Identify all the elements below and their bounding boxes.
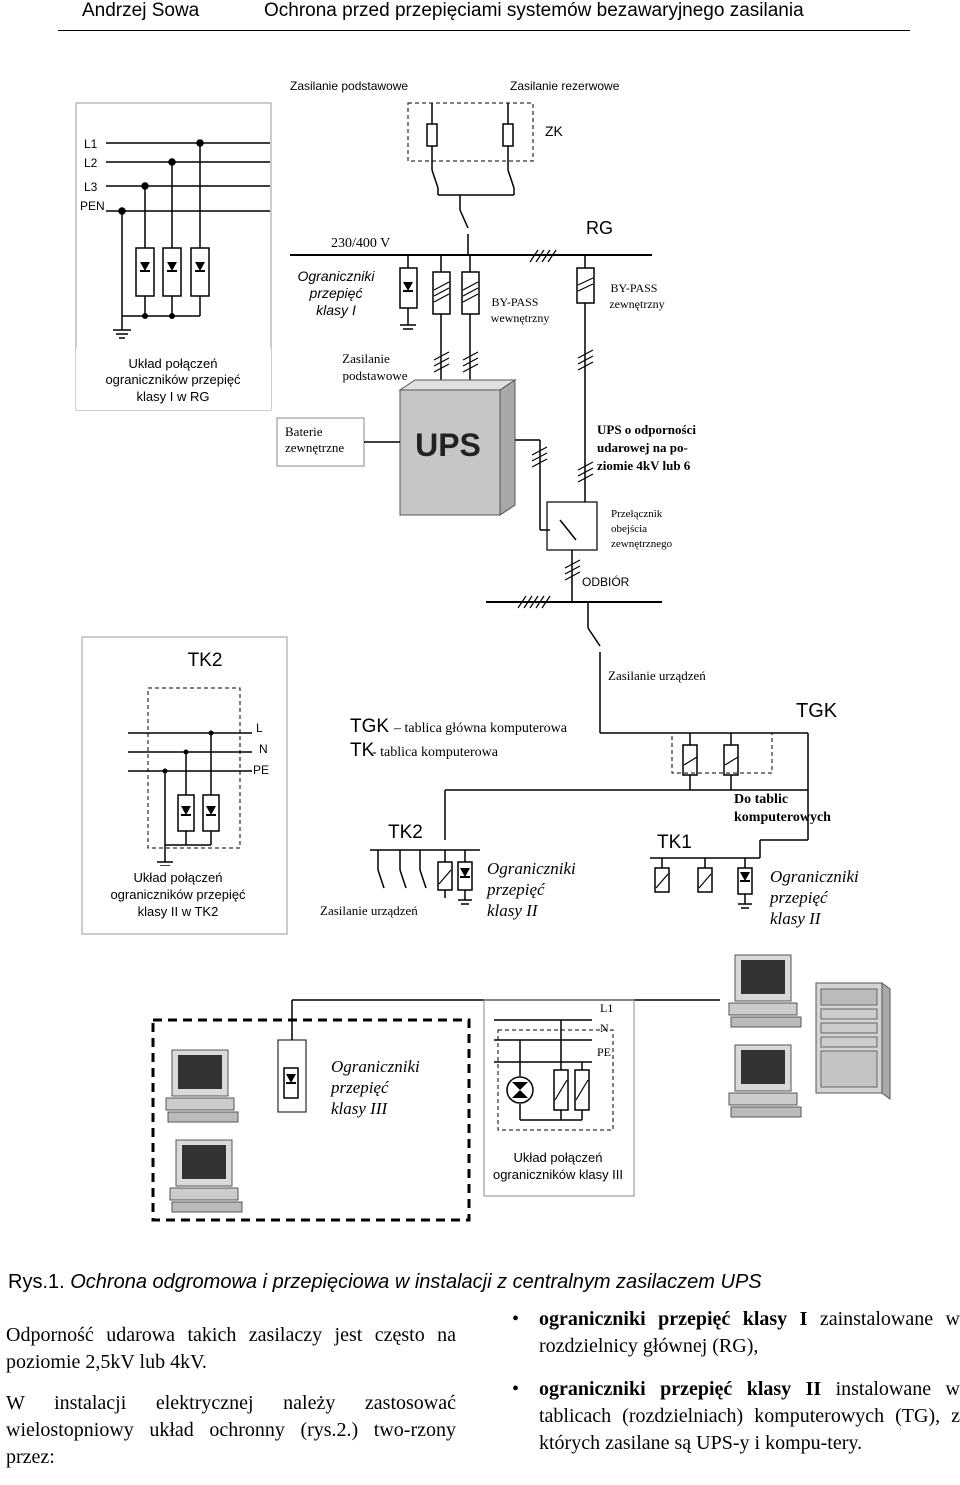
class1-line2: przepięć bbox=[309, 285, 363, 301]
batteries-2: zewnętrzne bbox=[285, 440, 344, 455]
bypass-int-2: wewnętrzny bbox=[491, 311, 550, 325]
bullet-list: ograniczniki przepięć klasy I zainstalow… bbox=[512, 1306, 960, 1473]
c3-box-2: ograniczników klasy III bbox=[493, 1167, 623, 1182]
computer-icon bbox=[169, 1139, 243, 1213]
load-label: ODBIÓR bbox=[582, 574, 630, 589]
ups-res-2: udarowej na po- bbox=[597, 440, 688, 455]
caption-label: Rys.1. bbox=[8, 1271, 65, 1293]
circuit-diagram: Zasilanie podstawowe Zasilanie rezerwowe… bbox=[75, 79, 891, 1222]
bullet-text: zainstalowane w rozdzielnicy głównej (RG… bbox=[539, 1308, 960, 1357]
class2b-1: Ograniczniki bbox=[770, 867, 859, 886]
tk-legend-abbr: TK bbox=[350, 740, 375, 761]
tk2-line-n: N bbox=[259, 742, 268, 756]
caption-text: Ochrona odgromowa i przepięciowa w insta… bbox=[64, 1271, 762, 1293]
rg-section: Zasilanie podstawowe Zasilanie rezerwowe… bbox=[75, 79, 665, 411]
ups-label: UPS bbox=[415, 427, 481, 463]
ups-section: Zasilanie podstawowe UPS Baterie zewnętr… bbox=[276, 314, 706, 690]
batteries-1: Baterie bbox=[285, 424, 323, 439]
tgk-legend-abbr: TGK bbox=[350, 716, 389, 737]
class2a-2: przepięć bbox=[486, 880, 546, 899]
main-supply-2: podstawowe bbox=[343, 368, 408, 383]
figure-caption: Rys.1. Ochrona odgromowa i przepięciowa … bbox=[8, 1271, 762, 1294]
bypass-ext-1: BY-PASS bbox=[611, 281, 658, 295]
c3-l1: L1 bbox=[600, 1001, 613, 1015]
rg-box-line1: Układ połączeń bbox=[129, 356, 218, 371]
c3-box-1: Układ połączeń bbox=[514, 1150, 603, 1165]
computer-icon bbox=[728, 954, 802, 1028]
tk1-label: TK1 bbox=[657, 832, 692, 853]
ups-res-1: UPS o odporności bbox=[597, 422, 696, 437]
to-boards-2: komputerowych bbox=[734, 810, 831, 825]
tk2-line-pe: PE bbox=[253, 763, 269, 777]
line-pen: PEN bbox=[80, 199, 105, 213]
bullet-item: ograniczniki przepięć klasy II instalowa… bbox=[512, 1376, 960, 1457]
server-icon bbox=[815, 982, 891, 1100]
to-boards-1: Do tablic bbox=[734, 792, 788, 807]
rg-box-line3: klasy I w RG bbox=[137, 389, 210, 404]
computer-icon bbox=[728, 1044, 802, 1118]
tgk-section: TGK – tablica główna komputerowa TK - ta… bbox=[320, 690, 859, 928]
class2b-3: klasy II bbox=[770, 909, 822, 928]
tk2-title: TK2 bbox=[188, 650, 223, 671]
tk2-line-l: L bbox=[256, 721, 263, 735]
page-header: Andrzej Sowa Ochrona przed przepięciami … bbox=[0, 0, 960, 32]
class3-1: Ograniczniki bbox=[331, 1057, 420, 1076]
class2a-3: klasy II bbox=[487, 901, 539, 920]
tk2-box-line2: ograniczników przepięć bbox=[110, 887, 246, 902]
device-supply-2: Zasilanie urządzeń bbox=[320, 903, 418, 918]
switch-3: zewnętrznego bbox=[611, 538, 673, 550]
header-title: Ochrona przed przepięciami systemów beza… bbox=[264, 0, 804, 21]
bypass-switch bbox=[546, 501, 598, 551]
zk-box bbox=[407, 102, 534, 162]
tk2-box-line3: klasy II w TK2 bbox=[138, 904, 219, 919]
zk-label: ZK bbox=[545, 123, 564, 139]
computer-icon bbox=[165, 1049, 239, 1123]
class3-2: przepięć bbox=[330, 1078, 390, 1097]
tk2-section: TK2 L N PE Układ połączeń ograniczników … bbox=[81, 636, 288, 935]
class3-3: klasy III bbox=[331, 1099, 389, 1118]
main-supply-1: Zasilanie bbox=[342, 351, 390, 366]
c3-n: N bbox=[600, 1021, 609, 1035]
c3-pe: PE bbox=[597, 1045, 611, 1059]
main-supply-label: Zasilanie podstawowe bbox=[290, 79, 408, 93]
body-left-column: Odporność udarowa takich zasilaczy jest … bbox=[6, 1322, 456, 1485]
rg-box-line2: ograniczników przepięć bbox=[105, 372, 241, 387]
line-l2: L2 bbox=[84, 156, 98, 170]
tk2-mid-label: TK2 bbox=[388, 822, 423, 843]
switch-2: obejścia bbox=[611, 523, 647, 535]
class3-dashed-box bbox=[151, 1018, 471, 1222]
paragraph: W instalacji elektrycznej należy zastoso… bbox=[6, 1392, 456, 1468]
device-supply-label: Zasilanie urządzeń bbox=[608, 668, 706, 683]
header-author: Andrzej Sowa bbox=[82, 0, 200, 21]
line-l1: L1 bbox=[84, 137, 98, 151]
tgk-label: TGK bbox=[796, 700, 838, 722]
rg-label: RG bbox=[586, 218, 613, 238]
tk-legend-text: - tablica komputerowa bbox=[372, 745, 499, 760]
tgk-legend-text: – tablica główna komputerowa bbox=[393, 721, 568, 736]
ups-res-3: ziomie 4kV lub 6 bbox=[597, 458, 691, 473]
voltage-label: 230/400 V bbox=[331, 236, 390, 251]
bypass-ext-2: zewnętrzny bbox=[609, 297, 664, 311]
class2a-1: Ograniczniki bbox=[487, 859, 576, 878]
bullet-bold: ograniczniki przepięć klasy II bbox=[539, 1378, 822, 1400]
class1-line3: klasy I bbox=[316, 302, 356, 318]
line-l3: L3 bbox=[84, 180, 98, 194]
bullet-item: ograniczniki przepięć klasy I zainstalow… bbox=[512, 1306, 960, 1360]
header-rule bbox=[58, 30, 910, 31]
bypass-int-1: BY-PASS bbox=[492, 295, 539, 309]
tk2-box bbox=[81, 636, 288, 935]
class3-section: Ograniczniki przepięć klasy III L1 N PE … bbox=[151, 954, 891, 1222]
class2b-2: przepięć bbox=[769, 888, 829, 907]
paragraph: Odporność udarowa takich zasilaczy jest … bbox=[6, 1324, 456, 1373]
ups-box bbox=[399, 389, 501, 516]
reserve-supply-label: Zasilanie rezerwowe bbox=[510, 79, 620, 93]
bullet-text: instalowane w tablicach (rozdzielniach) … bbox=[539, 1378, 960, 1454]
tk2-box-line1: Układ połączeń bbox=[134, 870, 223, 885]
class1-line1: Ograniczniki bbox=[297, 268, 375, 284]
bullet-bold: ograniczniki przepięć klasy I bbox=[539, 1308, 808, 1330]
switch-1: Przełącznik bbox=[611, 508, 663, 520]
